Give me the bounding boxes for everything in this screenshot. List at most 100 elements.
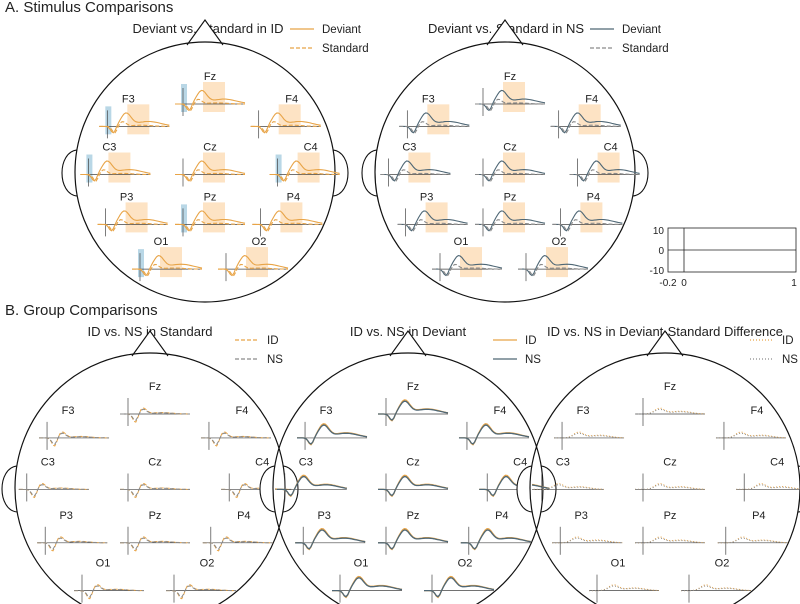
trace-ns bbox=[166, 585, 236, 598]
electrode-pz-plot: Pz bbox=[378, 510, 449, 555]
scale-y-tick-label: -10 bbox=[650, 266, 665, 277]
trace-id bbox=[202, 536, 273, 552]
nose-outline bbox=[186, 19, 224, 46]
trace-ns bbox=[589, 585, 659, 592]
electrode-label: Pz bbox=[504, 191, 517, 203]
trace-deviant bbox=[475, 89, 546, 112]
trace-ns bbox=[18, 484, 89, 497]
trace-id bbox=[533, 482, 604, 490]
legend-item-deviant: Deviant bbox=[590, 24, 662, 36]
trace-ns bbox=[276, 475, 347, 497]
trace-standard bbox=[80, 169, 151, 182]
electrode-label: F3 bbox=[62, 405, 75, 417]
trace-ns bbox=[736, 484, 800, 490]
trace-deviant bbox=[269, 160, 340, 182]
trace-deviant bbox=[552, 210, 623, 232]
trace-deviant bbox=[397, 210, 468, 232]
electrode-o1-plot: O1 bbox=[432, 236, 503, 282]
trace-deviant bbox=[97, 210, 168, 232]
electrode-p4-plot: P4 bbox=[552, 191, 623, 237]
electrode-f4-plot: F4 bbox=[250, 93, 321, 139]
electrode-cz-plot: Cz bbox=[120, 456, 190, 502]
scale-x-tick-label: -0.2 bbox=[659, 278, 677, 289]
legend-label: Standard bbox=[322, 43, 369, 55]
significance-highlight bbox=[580, 202, 603, 233]
electrode-label: F4 bbox=[751, 405, 764, 417]
electrode-c3-plot: C3 bbox=[276, 456, 347, 502]
electrode-c3-plot: C3 bbox=[533, 456, 604, 502]
trace-standard bbox=[250, 121, 321, 134]
electrode-label: C4 bbox=[304, 142, 318, 154]
trace-standard bbox=[397, 219, 468, 232]
left-ear-outline bbox=[259, 465, 276, 513]
electrode-label: Cz bbox=[503, 142, 516, 154]
trace-deviant bbox=[550, 112, 621, 134]
trace-deviant bbox=[132, 255, 203, 277]
electrode-o2-plot: O2 bbox=[518, 236, 589, 282]
trace-ns bbox=[74, 585, 144, 598]
trace-deviant bbox=[250, 112, 321, 134]
electrode-label: Cz bbox=[663, 456, 676, 468]
electrode-label: C3 bbox=[102, 142, 116, 154]
significance-highlight bbox=[160, 247, 182, 278]
trace-standard bbox=[218, 263, 288, 277]
trace-ns bbox=[635, 484, 705, 490]
significance-highlight bbox=[546, 247, 568, 278]
electrode-label: P4 bbox=[587, 191, 600, 203]
right-ear-outline bbox=[632, 149, 649, 197]
electrode-f4-plot: F4 bbox=[715, 405, 787, 450]
electrode-label: O1 bbox=[611, 558, 626, 570]
electrode-label: C4 bbox=[513, 456, 527, 468]
trace-id bbox=[635, 407, 706, 415]
trace-ns bbox=[554, 432, 624, 439]
electrode-p4-plot: P4 bbox=[717, 510, 788, 555]
electrode-p3-plot: P3 bbox=[97, 191, 168, 237]
legend-item-standard: Standard bbox=[590, 43, 669, 55]
trace-ns bbox=[120, 484, 190, 497]
electrode-label: F4 bbox=[494, 405, 507, 417]
electrode-o2-plot: O2 bbox=[218, 236, 289, 282]
trace-ns bbox=[424, 577, 495, 598]
electrode-c3-plot: C3 bbox=[380, 142, 451, 187]
electrode-pz-plot: Pz bbox=[475, 191, 546, 237]
electrode-label: Fz bbox=[664, 381, 676, 393]
legend-label: ID bbox=[782, 335, 794, 347]
significance-highlight bbox=[108, 152, 131, 183]
electrode-c4-plot: C4 bbox=[221, 456, 292, 502]
trace-standard bbox=[569, 169, 640, 182]
trace-standard bbox=[399, 121, 470, 134]
electrode-pz-plot: Pz bbox=[635, 510, 706, 555]
electrode-label: C3 bbox=[402, 142, 416, 154]
significance-highlight bbox=[408, 152, 431, 183]
electrode-label: P3 bbox=[574, 510, 587, 522]
significance-highlight bbox=[597, 152, 620, 183]
electrode-label: P4 bbox=[495, 510, 508, 522]
electrode-label: P3 bbox=[317, 510, 330, 522]
significance-highlight bbox=[578, 104, 601, 135]
electrode-c3-plot: C3 bbox=[18, 456, 89, 502]
legend-label: NS bbox=[525, 354, 541, 366]
trace-id bbox=[221, 482, 292, 499]
section-a-title: A. Stimulus Comparisons bbox=[5, 0, 174, 16]
trace-deviant bbox=[99, 112, 170, 134]
trace-ns bbox=[635, 408, 706, 415]
trace-deviant bbox=[518, 255, 589, 277]
significance-highlight bbox=[127, 104, 150, 135]
head-outline bbox=[529, 352, 800, 604]
significance-highlight bbox=[105, 106, 112, 135]
electrode-label: Fz bbox=[149, 381, 161, 393]
significance-highlight bbox=[460, 247, 482, 278]
trace-standard bbox=[475, 169, 545, 182]
electrode-f4-plot: F4 bbox=[550, 93, 621, 139]
trace-ns bbox=[378, 475, 449, 497]
trace-deviant bbox=[475, 210, 546, 232]
electrode-p4-plot: P4 bbox=[202, 510, 273, 555]
electrode-label: O2 bbox=[252, 236, 267, 248]
electrode-label: Pz bbox=[204, 191, 217, 203]
electrode-label: O1 bbox=[454, 236, 469, 248]
electrode-label: F3 bbox=[422, 93, 435, 105]
electrode-label: Fz bbox=[504, 71, 516, 83]
significance-highlight bbox=[203, 152, 225, 183]
